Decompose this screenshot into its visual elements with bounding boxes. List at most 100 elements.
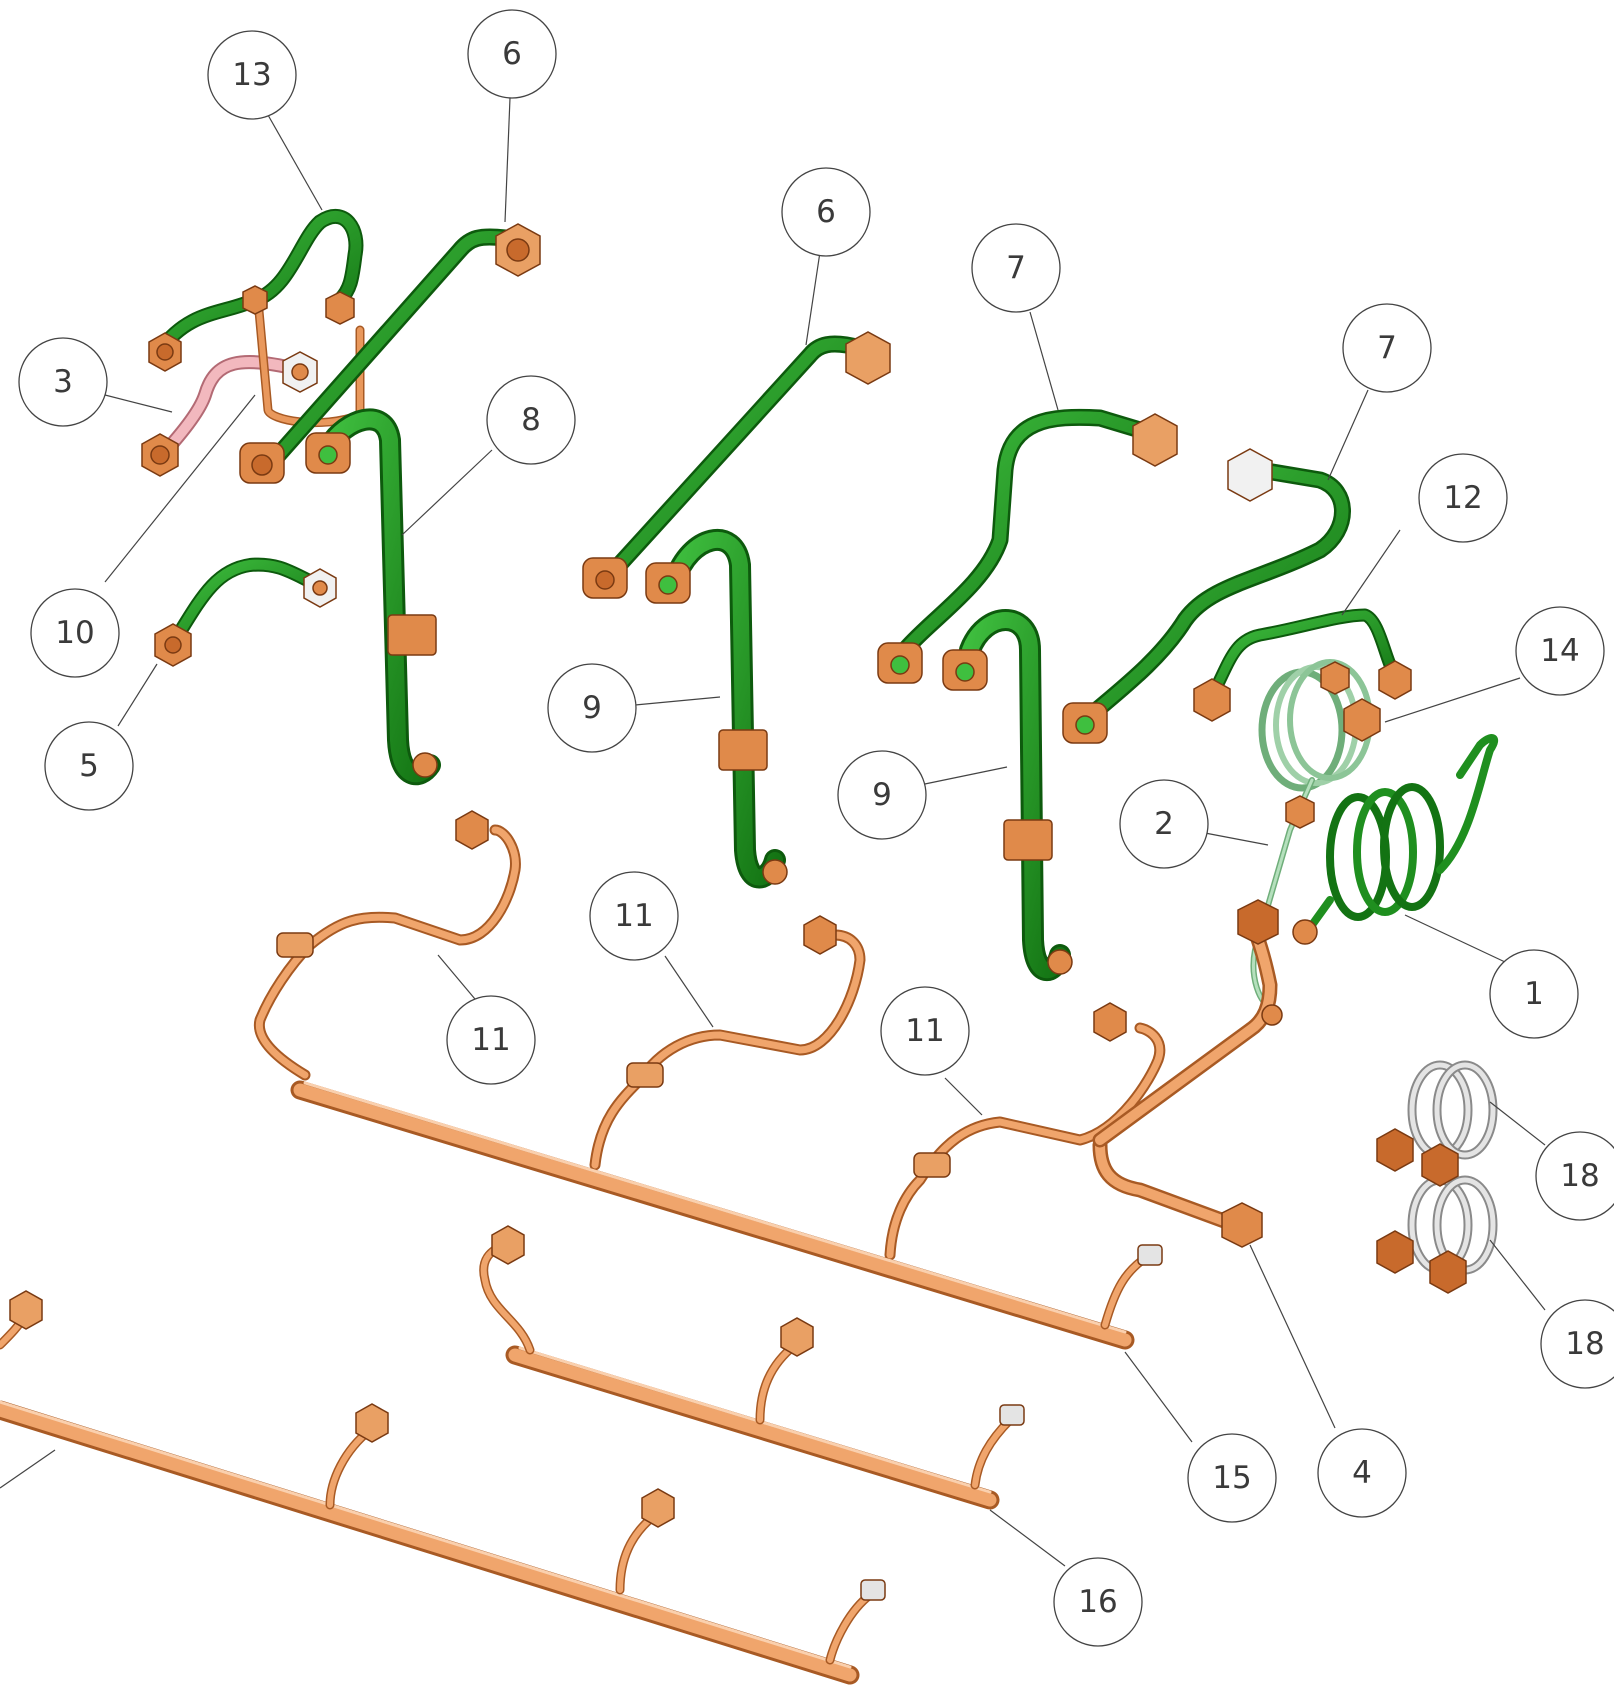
nut [305, 432, 351, 474]
svg-text:11: 11 [614, 898, 653, 934]
part-5-tube [168, 557, 325, 647]
part-12-tube [1208, 608, 1402, 697]
nut [387, 614, 437, 656]
nut [1003, 819, 1053, 861]
svg-text:10: 10 [55, 615, 94, 651]
nut [1193, 678, 1231, 722]
nut [1062, 702, 1108, 744]
balloon-1: 1 [1489, 949, 1579, 1039]
svg-text:18: 18 [1560, 1158, 1599, 1194]
nut [803, 915, 837, 955]
nut [325, 291, 355, 325]
part-11b-tube [589, 929, 866, 1171]
svg-text:16: 16 [1078, 1584, 1117, 1620]
nut [1227, 448, 1273, 502]
balloon-14: 14 [1515, 606, 1605, 696]
nut [1047, 949, 1073, 975]
balloon-11b: 11 [589, 871, 679, 961]
nut [412, 752, 438, 778]
svg-text:9: 9 [582, 690, 602, 726]
svg-text:8: 8 [521, 402, 541, 438]
nut [148, 332, 182, 372]
part-18a-loop [1407, 1060, 1498, 1160]
nut [455, 810, 489, 850]
nut [999, 1404, 1025, 1426]
balloon-3: 3 [18, 337, 108, 427]
balloon-6b: 6 [781, 167, 871, 257]
svg-text:11: 11 [905, 1013, 944, 1049]
nut [877, 642, 923, 684]
balloon-12: 12 [1418, 453, 1508, 543]
nut [718, 729, 768, 771]
nut [239, 442, 285, 484]
part-13-tube [152, 209, 364, 358]
nut [845, 331, 891, 385]
nut [1285, 795, 1315, 829]
balloon-9b: 9 [837, 750, 927, 840]
nut [141, 433, 179, 477]
nut [1237, 899, 1279, 945]
svg-text:5: 5 [79, 748, 99, 784]
balloon-13: 13 [207, 30, 297, 120]
part-15-manifold [290, 1080, 1155, 1350]
part-4-tube [1092, 922, 1278, 1233]
nut [276, 932, 314, 958]
svg-text:12: 12 [1443, 480, 1482, 516]
balloon-6a: 6 [467, 9, 557, 99]
balloon-16: 16 [1053, 1557, 1143, 1647]
part-7a-tube [896, 408, 1149, 659]
nut [1429, 1250, 1467, 1294]
nut [913, 1152, 951, 1178]
nut [1421, 1143, 1459, 1187]
svg-text:3: 3 [53, 364, 73, 400]
nut [1376, 1128, 1414, 1172]
svg-text:4: 4 [1352, 1455, 1372, 1491]
balloon-10: 10 [30, 588, 120, 678]
nut [242, 285, 268, 315]
nut [355, 1403, 389, 1443]
balloon-7b: 7 [1342, 303, 1432, 393]
svg-text:14: 14 [1540, 633, 1579, 669]
balloon-9a: 9 [547, 663, 637, 753]
nut [282, 351, 318, 393]
nut [641, 1488, 675, 1528]
fittings [9, 223, 1467, 1601]
nut [1093, 1002, 1127, 1042]
nut [1292, 919, 1318, 945]
nut [9, 1290, 43, 1330]
svg-text:6: 6 [502, 36, 522, 72]
nut [491, 1225, 525, 1265]
svg-text:18: 18 [1565, 1326, 1604, 1362]
lower-manifold [0, 1310, 875, 1685]
balloon-11a: 11 [446, 995, 536, 1085]
balloon-4: 4 [1317, 1428, 1407, 1518]
leader-lines [0, 97, 1546, 1567]
nut [1320, 661, 1350, 695]
nut [645, 562, 691, 604]
part-16-manifold [479, 1240, 1015, 1510]
nut [495, 223, 541, 277]
balloon-11c: 11 [880, 986, 970, 1076]
balloon-15: 15 [1187, 1433, 1277, 1523]
nut [582, 557, 628, 599]
svg-text:9: 9 [872, 777, 892, 813]
nut [1221, 1202, 1263, 1248]
svg-text:11: 11 [471, 1022, 510, 1058]
nut [780, 1317, 814, 1357]
nut [1378, 660, 1412, 700]
balloon-18b: 18 [1540, 1299, 1614, 1389]
svg-text:6: 6 [816, 194, 836, 230]
part-7b-tube [1076, 461, 1351, 729]
part-1-coil [1308, 734, 1499, 929]
svg-text:15: 15 [1212, 1460, 1251, 1496]
nut [1376, 1230, 1414, 1274]
nut [303, 568, 337, 608]
balloon-7a: 7 [971, 223, 1061, 313]
nut [942, 649, 988, 691]
part-11a-tube [253, 824, 521, 1081]
part-8-tube [319, 408, 441, 786]
nut [860, 1579, 886, 1601]
nut [1261, 1004, 1283, 1026]
